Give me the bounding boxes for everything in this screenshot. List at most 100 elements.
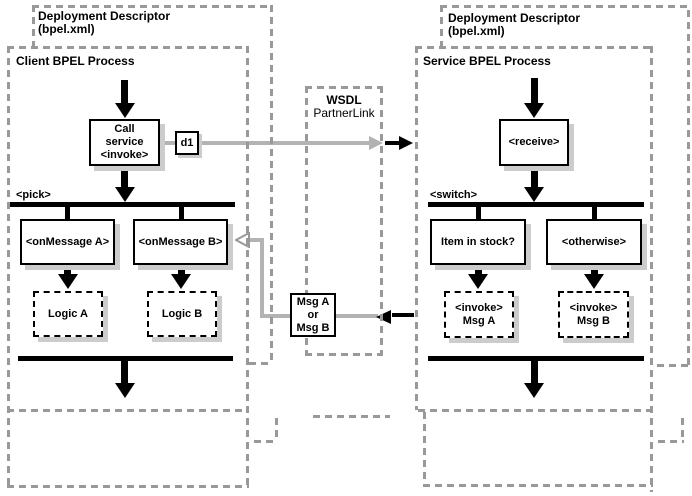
arrow-left-exit-shaft — [121, 361, 128, 385]
pick-label: <pick> — [16, 189, 51, 201]
item-in-stock-label: Item in stock? — [441, 235, 515, 248]
invoke-call-connector-line — [160, 141, 372, 145]
invoke-msg-a-node: <invoke> Msg A — [444, 291, 514, 338]
reply-connector-elbow — [250, 238, 264, 242]
pick-fork-bar — [10, 202, 235, 207]
stub-otherwise — [592, 205, 597, 219]
client-box-border-top — [7, 46, 249, 49]
d1-variable-badge: d1 — [175, 131, 199, 155]
gray-open-arrowhead-left-icon — [235, 232, 250, 248]
call-invoke-line3: <invoke> — [100, 149, 149, 161]
arrow-receive-to-switch-shaft — [531, 166, 538, 189]
arrow-otherwise-to-invoke-head-icon — [584, 274, 604, 289]
right-deployment-title-line2: (bpel.xml) — [448, 24, 505, 38]
left-deployment-title-line1: Deployment Descriptor — [38, 9, 171, 23]
left-stack-fragment-vertical — [275, 418, 278, 441]
call-invoke-node: Call service <invoke> — [89, 119, 160, 166]
invoke-msg-b-node: <invoke> Msg B — [558, 291, 629, 338]
receive-node: <receive> — [499, 119, 569, 166]
logic-a-label: Logic A — [48, 307, 88, 320]
call-invoke-line1: Call — [114, 123, 135, 135]
call-invoke-line2: service — [105, 136, 144, 148]
onmessage-b-node: <onMessage B> — [133, 219, 228, 265]
right-deployment-border-right — [687, 10, 690, 367]
switch-label: <switch> — [430, 189, 478, 201]
left-deployment-title: Deployment Descriptor (bpel.xml) — [38, 10, 170, 36]
onmessage-b-label: <onMessage B> — [138, 235, 223, 248]
right-stack-fragment-horizontal — [658, 440, 684, 443]
service-lower-frame-left — [423, 412, 426, 485]
arrow-item-to-invoke-shaft — [475, 266, 482, 276]
otherwise-label: <otherwise> — [561, 235, 627, 248]
invoke-msg-b-line1: <invoke> — [569, 301, 618, 314]
wsdl-box-border-top — [305, 86, 383, 89]
service-lower-frame-bottom — [423, 484, 653, 487]
right-join-bar — [428, 356, 644, 361]
arrow-item-to-invoke-head-icon — [468, 274, 488, 289]
onmessage-a-label: <onMessage A> — [25, 235, 110, 248]
right-deployment-border-jog — [657, 364, 690, 367]
otherwise-node: <otherwise> — [546, 219, 642, 265]
right-deployment-border-top — [440, 5, 690, 8]
service-box-border-top — [415, 46, 653, 49]
arrow-call-to-pick-shaft — [121, 166, 128, 189]
left-deployment-border-top — [32, 5, 273, 8]
service-box-border-right — [650, 46, 653, 492]
arrow-into-call-head-icon — [115, 103, 135, 118]
wsdl-box-border-right — [380, 86, 383, 356]
wsdl-box-border-bottom — [305, 353, 383, 356]
arrow-onmessage-b-head-icon — [171, 274, 191, 289]
invoke-msg-b-line2: Msg B — [577, 314, 610, 327]
receive-label: <receive> — [508, 136, 560, 148]
msg-a-or-b-node: Msg A or Msg B — [290, 293, 336, 337]
switch-fork-bar — [428, 202, 644, 207]
black-arrowhead-right-icon — [399, 136, 413, 150]
arrow-otherwise-to-invoke-shaft — [591, 266, 598, 276]
onmessage-a-node: <onMessage A> — [20, 219, 115, 265]
left-deployment-border-right — [270, 5, 273, 365]
arrow-receive-to-switch-head-icon — [524, 187, 544, 202]
arrow-call-to-pick-head-icon — [115, 187, 135, 202]
logic-b-node: Logic B — [147, 291, 217, 337]
arrow-into-receive-head-icon — [524, 103, 544, 118]
service-process-title: Service BPEL Process — [423, 54, 551, 68]
arrow-left-exit-head-icon — [115, 383, 135, 398]
arrow-into-call-shaft — [121, 80, 128, 105]
msg-node-line2: or — [307, 308, 319, 321]
black-arrowhead-left-icon — [376, 310, 391, 324]
left-deployment-title-line2: (bpel.xml) — [38, 22, 95, 36]
wsdl-partnerlink-title: WSDL PartnerLink — [305, 94, 383, 120]
call-connector-black-segment — [385, 141, 401, 145]
reply-connector-black-segment — [392, 313, 414, 317]
invoke-msg-a-line2: Msg A — [462, 314, 496, 327]
right-deployment-title-line1: Deployment Descriptor — [448, 11, 581, 25]
wsdl-title-line1: WSDL — [326, 93, 362, 107]
wsdl-box-border-left — [305, 86, 308, 356]
wsdl-title-line2: PartnerLink — [313, 106, 375, 120]
left-deployment-border-left — [32, 5, 35, 48]
invoke-msg-a-line1: <invoke> — [455, 301, 503, 314]
service-box-border-left — [415, 46, 418, 410]
arrow-onmessage-a-shaft — [64, 266, 71, 276]
right-deployment-border-left — [440, 5, 443, 48]
client-process-title: Client BPEL Process — [16, 54, 135, 68]
d1-label: d1 — [180, 136, 194, 149]
logic-b-label: Logic B — [161, 307, 203, 320]
right-stack-fragment-vertical — [681, 418, 684, 441]
arrow-right-exit-shaft — [531, 361, 538, 385]
client-box-border-right — [246, 46, 249, 488]
msg-node-line1: Msg A — [296, 295, 330, 308]
arrow-onmessage-b-shaft — [178, 266, 185, 276]
left-stack-fragment-horizontal — [254, 440, 278, 443]
service-box-border-bottom — [418, 409, 653, 412]
gray-arrowhead-right-icon — [369, 136, 383, 150]
client-box-border-bottom — [7, 409, 249, 412]
logic-a-node: Logic A — [33, 291, 103, 337]
stub-onmessage-a — [65, 205, 70, 219]
reply-connector-riser — [260, 240, 264, 318]
arrow-right-exit-head-icon — [524, 383, 544, 398]
msg-node-line3: Msg B — [296, 321, 330, 334]
client-lower-frame-bottom — [7, 485, 249, 488]
arrow-onmessage-a-head-icon — [58, 274, 78, 289]
